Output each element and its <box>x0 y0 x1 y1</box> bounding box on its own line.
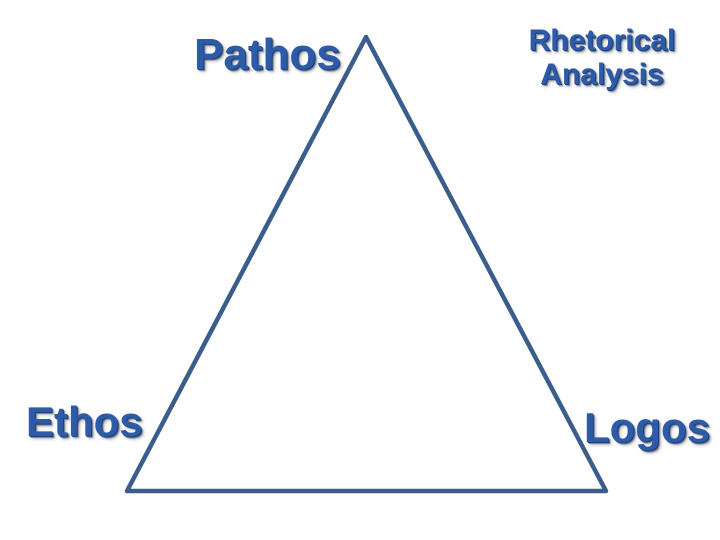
slide-title-line-1: Rhetorical <box>528 24 676 58</box>
slide-title-line-2: Analysis <box>540 57 664 91</box>
vertex-label-pathos: Pathos <box>193 30 341 79</box>
triangle-shape <box>124 34 609 494</box>
vertex-label-ethos: Ethos <box>25 398 143 445</box>
vertex-label-logos: Logos <box>583 404 710 451</box>
slide-title: Rhetorical Analysis <box>512 24 692 91</box>
